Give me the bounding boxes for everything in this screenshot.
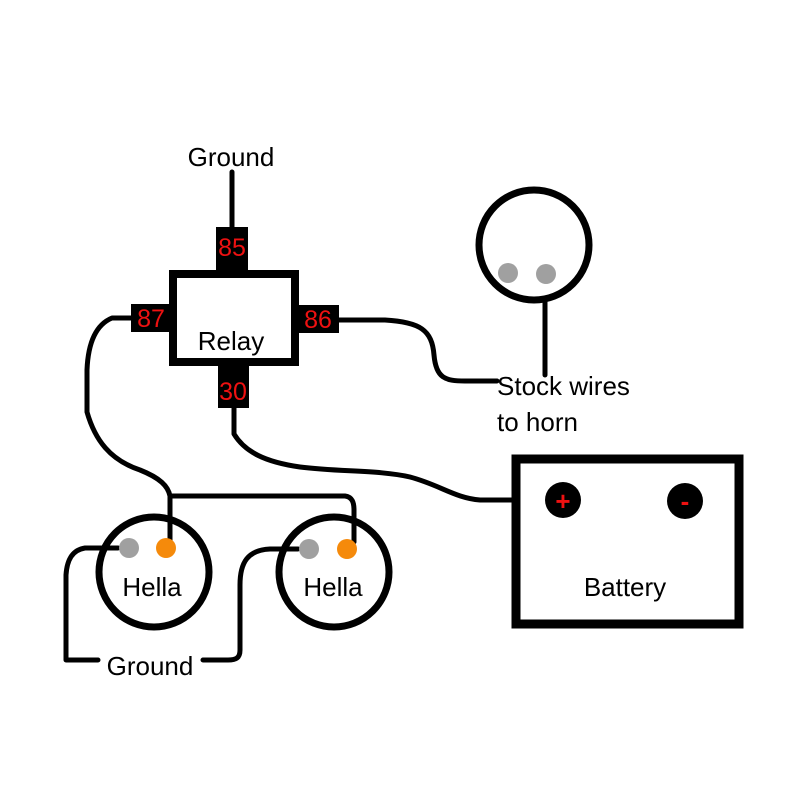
battery-positive-symbol: +	[555, 486, 570, 516]
wire-87-horns	[84, 315, 173, 499]
relay-ground-label: Ground	[188, 142, 275, 172]
relay-body	[169, 270, 299, 366]
battery-label: Battery	[584, 572, 666, 602]
relay-label: Relay	[198, 326, 264, 356]
wire-30-battery	[231, 404, 551, 503]
hella-horn-1-body	[95, 513, 213, 631]
hella-horn-2-ground-terminal	[299, 539, 319, 559]
battery: + - Battery	[511, 454, 744, 629]
battery-positive-terminal	[545, 482, 581, 518]
battery-negative-terminal	[667, 483, 703, 519]
hella-horn-1-positive-terminal	[156, 538, 176, 558]
hella-horn-2: Hella	[275, 513, 393, 631]
relay-pin-85-label: 85	[218, 234, 246, 262]
relay-pin-86	[299, 305, 339, 333]
relay-pin-87-label: 87	[137, 305, 165, 333]
relay-pin-30	[218, 366, 249, 408]
hella-horn-2-positive-terminal	[337, 539, 357, 559]
relay-pin-87	[131, 304, 169, 332]
stock-horn	[475, 186, 593, 304]
wire-horn1-ground	[63, 545, 121, 663]
hella-horn-1: Hella	[95, 513, 213, 631]
relay: Relay 85 87 86 30	[131, 227, 339, 408]
wire-horn2-ground	[200, 546, 301, 663]
battery-negative-symbol: -	[681, 486, 690, 516]
hella-horn-2-body	[275, 513, 393, 631]
stock-horn-terminal-2	[536, 264, 556, 284]
horn-ground-label: Ground	[107, 651, 194, 681]
stock-horn-body	[475, 186, 593, 304]
wire-86-stock-horn	[335, 317, 500, 384]
relay-pin-86-label: 86	[304, 306, 332, 334]
hella-horn-1-ground-terminal	[119, 538, 139, 558]
relay-pin-30-label: 30	[219, 378, 247, 406]
stock-horn-terminal-1	[498, 263, 518, 283]
battery-body	[511, 454, 744, 629]
stock-wires-label-line2: to horn	[497, 407, 578, 437]
stock-wires-label-line1: Stock wires	[497, 371, 630, 401]
wire-horn-bridge	[167, 493, 357, 545]
hella-horn-2-label: Hella	[303, 572, 363, 602]
relay-pin-85	[216, 227, 248, 271]
hella-horn-1-label: Hella	[122, 572, 182, 602]
